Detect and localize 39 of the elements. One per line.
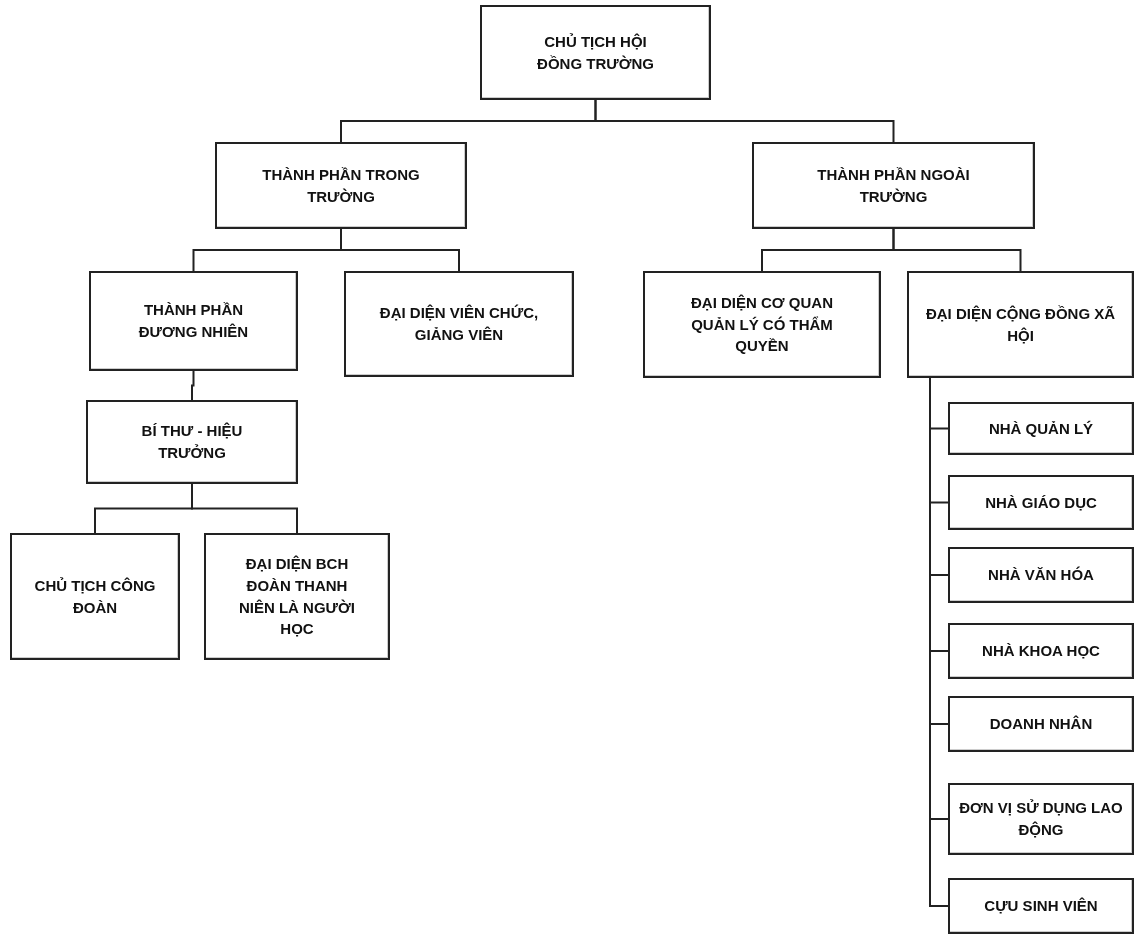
org-box	[204, 533, 390, 660]
box-label: CHỦ TỊCH HỘI ĐỒNG TRƯỜNG	[536, 31, 655, 74]
org-box	[948, 878, 1134, 934]
box-label: ĐẠI DIỆN CƠ QUAN QUẢN LÝ CÓ THẨM QUYỀN	[690, 292, 834, 357]
org-box	[480, 5, 711, 100]
org-box	[752, 142, 1035, 229]
box-label: NHÀ QUẢN LÝ	[987, 418, 1095, 439]
connector-line	[892, 228, 1022, 272]
box-label: DOANH NHÂN	[988, 714, 1094, 735]
box-label: ĐẠI DIỆN VIÊN CHỨC, GIẢNG VIÊN	[378, 303, 540, 345]
connector-line	[594, 99, 895, 143]
org-box	[948, 623, 1134, 679]
box-label: NHÀ VĂN HÓA	[987, 565, 1095, 586]
box-label: THÀNH PHẦN ĐƯƠNG NHIÊN	[137, 300, 250, 342]
box-label: THÀNH PHẦN NGOÀI TRƯỜNG	[816, 164, 971, 207]
connector-line	[191, 370, 195, 401]
org-box	[215, 142, 467, 229]
org-box	[89, 271, 298, 371]
org-box	[643, 271, 881, 378]
org-box	[86, 400, 298, 484]
box-label: BÍ THƯ - HIỆU TRƯỞNG	[140, 421, 244, 463]
org-box	[948, 402, 1134, 455]
box-label: ĐƠN VỊ SỬ DỤNG LAO ĐỘNG	[958, 798, 1124, 840]
box-label: ĐẠI DIỆN BCH ĐOÀN THANH NIÊN LÀ NGƯỜI HỌC	[237, 554, 357, 640]
org-box	[948, 696, 1134, 752]
box-label: NHÀ KHOA HỌC	[981, 641, 1101, 662]
org-box	[948, 475, 1134, 530]
connector-line	[191, 483, 298, 534]
box-label: CHỦ TỊCH CÔNG ĐOÀN	[33, 575, 157, 618]
box-label: NHÀ GIÁO DỤC	[984, 492, 1098, 513]
connector-line	[340, 228, 460, 272]
box-label: CỰU SINH VIÊN	[983, 896, 1099, 917]
org-box	[948, 547, 1134, 603]
org-box	[948, 783, 1134, 855]
org-box	[344, 271, 574, 377]
box-label: ĐẠI DIỆN CỘNG ĐỒNG XÃ HỘI	[924, 303, 1117, 346]
box-label: THÀNH PHẦN TRONG TRƯỜNG	[261, 164, 421, 207]
org-box	[10, 533, 180, 660]
org-box	[907, 271, 1134, 378]
